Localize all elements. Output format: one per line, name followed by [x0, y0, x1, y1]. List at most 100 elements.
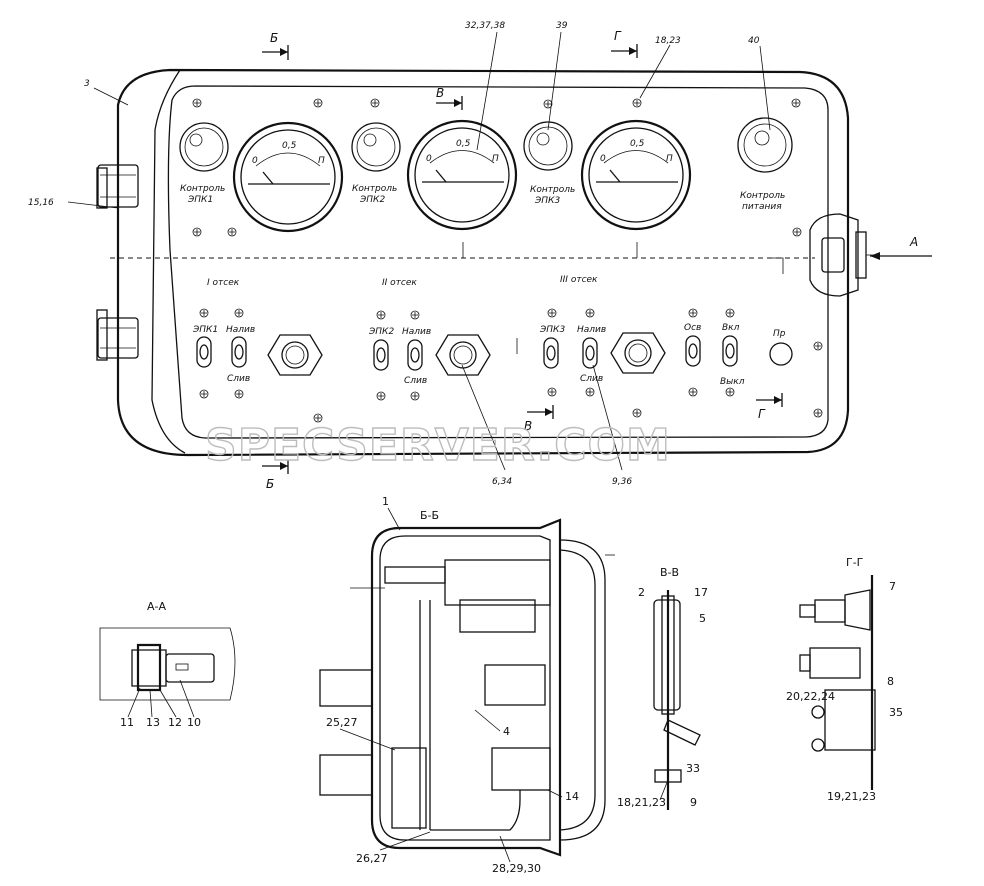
- section-mark-b-bottom: Б: [266, 477, 274, 491]
- screw-cross: [372, 100, 378, 106]
- section-aa: А-А 11 13 12 10: [99, 600, 236, 729]
- screw-cross: [727, 310, 733, 316]
- screw-cross: [378, 393, 384, 399]
- callout-25-27: 25,27: [326, 716, 358, 729]
- screw-cross: [587, 310, 593, 316]
- leader-lines: [67, 31, 932, 474]
- screw: [313, 413, 323, 423]
- screw-cross: [194, 229, 200, 235]
- screw-cross: [634, 100, 640, 106]
- screw: [632, 98, 642, 108]
- screw-cross: [794, 229, 800, 235]
- section-gg: Г-Г 7 20,22,24 8 35 19,21,23: [786, 556, 903, 803]
- screw-cross: [587, 389, 593, 395]
- callout-1: 1: [382, 495, 389, 508]
- section-vv: В-В 2 17 5 33 18,21,23 9: [617, 566, 708, 810]
- section-title-aa: А-А: [147, 600, 166, 613]
- callout-39: 39: [556, 21, 568, 31]
- screw: [313, 98, 323, 108]
- gauge1-mark-05: 0,5: [282, 141, 297, 151]
- callout-18-21-23: 18,21,23: [617, 796, 666, 809]
- callout-11: 11: [120, 716, 134, 729]
- screw: [410, 310, 420, 320]
- screw-cross: [815, 410, 821, 416]
- callout-35: 35: [889, 706, 903, 719]
- callout-19-21-23: 19,21,23: [827, 790, 876, 803]
- label-control-epk1-l2: ЭПК1: [187, 195, 213, 205]
- watermark: SPECSERVER.COM: [205, 420, 671, 471]
- screw-cross: [194, 100, 200, 106]
- gauge3-mark-p: П: [666, 154, 673, 164]
- screw: [688, 387, 698, 397]
- screw-cross: [549, 389, 555, 395]
- label-sliv-3: Слив: [580, 374, 603, 384]
- callout-7: 7: [889, 580, 896, 593]
- screw-cross: [815, 343, 821, 349]
- label-vykl: Выкл: [720, 377, 745, 387]
- label-control-power-l1: Контроль: [740, 191, 785, 201]
- callout-2: 2: [638, 586, 645, 599]
- hinge-top: [96, 164, 139, 209]
- callout-28-29-30: 28,29,30: [492, 862, 541, 875]
- callout-4: 4: [503, 725, 510, 738]
- callout-17: 17: [694, 586, 708, 599]
- label-epk2: ЭПК2: [368, 327, 394, 337]
- screw: [370, 98, 380, 108]
- screw-cross: [412, 312, 418, 318]
- screw: [813, 341, 823, 351]
- section-mark-v-bottom: В: [524, 419, 532, 433]
- screw: [543, 99, 553, 109]
- screw: [585, 387, 595, 397]
- gauge1-mark-0: 0: [252, 156, 258, 166]
- section-mark-g-top: Г: [614, 29, 622, 43]
- screw-cross: [201, 310, 207, 316]
- screw: [813, 408, 823, 418]
- screw: [688, 308, 698, 318]
- callout-10: 10: [187, 716, 201, 729]
- callout-18-23: 18,23: [655, 36, 681, 46]
- screw-cross: [634, 410, 640, 416]
- screw: [234, 308, 244, 318]
- label-control-power-l2: питания: [742, 202, 782, 212]
- screw: [410, 391, 420, 401]
- label-compartment-2: II отсек: [382, 278, 417, 288]
- section-bb: Б-Б 1 25,27 4 14 26,27 28,29,30: [319, 495, 615, 875]
- screw: [632, 408, 642, 418]
- indicator-lamp-epk2: [351, 122, 401, 172]
- label-control-epk3-l2: ЭПК3: [534, 196, 560, 206]
- screw-cross: [690, 310, 696, 316]
- screw: [192, 98, 202, 108]
- hinge-bottom: [96, 309, 139, 361]
- screw-cross: [315, 415, 321, 421]
- label-naliv-1: Налив: [226, 325, 255, 335]
- section-mark-g-bottom: Г: [758, 407, 766, 421]
- label-control-epk2-l1: Контроль: [352, 184, 397, 194]
- callout-8: 8: [887, 675, 894, 688]
- callout-15-16: 15,16: [28, 198, 54, 208]
- control-panel-view: 3 15,16 32,37,38 39 18,23 40 6,34 9,36 Б…: [28, 21, 932, 491]
- screw-cross: [236, 391, 242, 397]
- label-control-epk1-l1: Контроль: [180, 184, 225, 194]
- screw: [376, 310, 386, 320]
- screw-cross: [690, 389, 696, 395]
- label-control-epk3-l1: Контроль: [530, 185, 575, 195]
- callout-9-36: 9,36: [612, 477, 632, 487]
- callout-33: 33: [686, 762, 700, 775]
- screw-cross: [229, 229, 235, 235]
- gauge3-mark-0: 0: [600, 154, 606, 164]
- label-naliv-3: Налив: [577, 325, 606, 335]
- pressure-gauge-1: [232, 121, 344, 233]
- screw: [192, 227, 202, 237]
- gauge2-mark-p: П: [492, 154, 499, 164]
- label-control-epk2-l2: ЭПК2: [359, 195, 385, 205]
- callout-14: 14: [565, 790, 579, 803]
- screw: [199, 308, 209, 318]
- screw: [234, 389, 244, 399]
- label-pr: Пр: [773, 329, 786, 339]
- gauge2-mark-05: 0,5: [456, 139, 471, 149]
- label-naliv-2: Налив: [402, 327, 431, 337]
- hex-valves: [267, 332, 666, 376]
- callout-40: 40: [748, 36, 760, 46]
